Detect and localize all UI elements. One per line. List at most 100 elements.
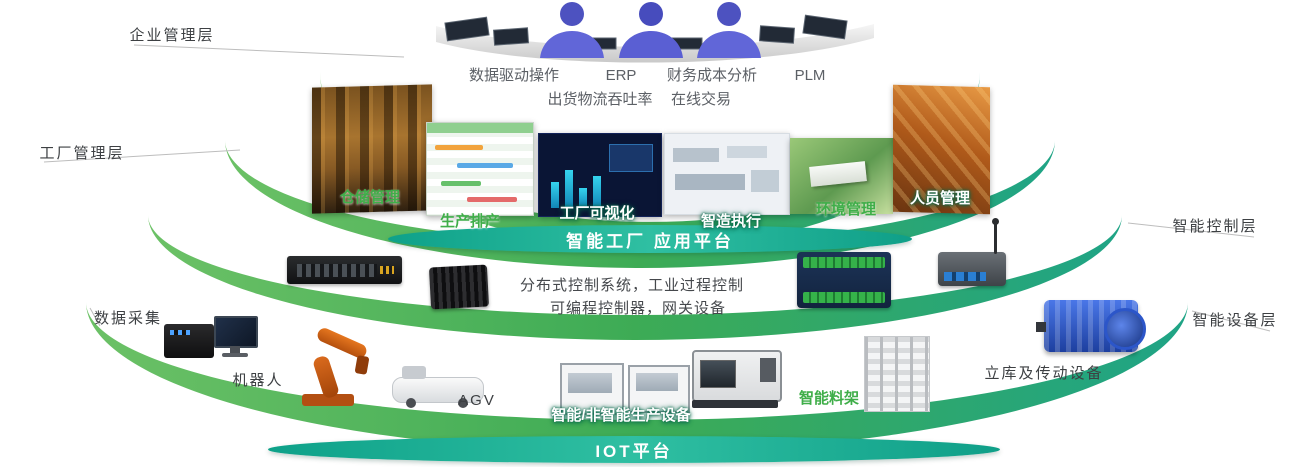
machine-window [568, 373, 612, 393]
rack-shelves [864, 336, 930, 412]
machine-window [636, 373, 678, 391]
control-desc-line1: 分布式控制系统，工业过程控制 [519, 277, 745, 294]
layout-block [673, 148, 719, 162]
ipc-chassis [428, 264, 490, 310]
chart-bar [593, 176, 601, 208]
data-acquisition-device [164, 324, 214, 358]
gantt-bar [435, 145, 483, 150]
chart-bar [579, 188, 587, 208]
factory-dashboard-image [538, 133, 662, 217]
production-schedule-image [426, 122, 534, 216]
robot-shoulder [311, 354, 341, 400]
daq-label-line [89, 307, 101, 327]
operator-head [560, 2, 584, 26]
gantt-bar [441, 181, 481, 186]
control-label-line [1127, 222, 1255, 238]
enterprise-item-data-driven: 数据驱动操作 [468, 67, 560, 84]
arc-device-layer [86, 302, 1188, 452]
cnc-control-panel [760, 358, 776, 382]
campus-aerial-image [790, 138, 893, 214]
layout-block [751, 170, 779, 192]
switch-leds [380, 266, 394, 274]
gantt-bar [467, 197, 517, 202]
gearbox-device [1036, 300, 1146, 360]
iot-platform-band: IOT平台 [268, 436, 1000, 463]
factory-item-mes: 智造执行 [700, 213, 762, 230]
control-layer-label: 智能控制层 [1172, 218, 1258, 235]
gantt-bar [457, 163, 513, 168]
console-screen-icon [493, 27, 530, 46]
machine-unit [628, 365, 690, 413]
enterprise-item-online-trade: 在线交易 [670, 91, 732, 108]
console-screen-icon [802, 14, 848, 40]
operator-head [717, 2, 741, 26]
factory-item-personnel: 人员管理 [909, 190, 971, 207]
daq-leds [170, 330, 190, 335]
operator-body [697, 31, 761, 58]
device-item-production-equipment: 智能/非智能生产设备 [551, 407, 691, 424]
agv-device [392, 366, 484, 408]
layout-block [675, 174, 745, 190]
device-item-daq: 数据采集 [93, 310, 163, 327]
device-layer-label: 智能设备层 [1192, 312, 1278, 329]
agv-wheel [458, 398, 468, 408]
device-item-smart-rack: 智能料架 [798, 390, 860, 407]
operator-head [639, 2, 663, 26]
agv-module [402, 366, 426, 379]
console-screen-icon [758, 25, 795, 44]
plc-terminals [803, 292, 885, 303]
gearbox-flange [1104, 308, 1146, 350]
plc-terminals [803, 257, 885, 268]
factory-item-scheduling: 生产排产 [439, 213, 501, 230]
gearbox-shaft [1036, 322, 1046, 332]
monitor-base [222, 353, 248, 357]
console-screen-icon [444, 16, 490, 42]
dashboard-panel [609, 144, 653, 172]
monitor-screen [214, 316, 258, 348]
device-item-robot: 机器人 [232, 372, 284, 389]
chart-bar [565, 170, 573, 208]
factory-item-environment: 环境管理 [815, 201, 877, 218]
device-item-agv: AGV [458, 392, 496, 409]
gateway-ports [944, 272, 986, 281]
robot-wrist [354, 355, 370, 375]
plc-controller-device [797, 252, 891, 308]
layout-block [727, 146, 767, 158]
device-item-stacker: 立库及传动设备 [984, 365, 1104, 382]
console-screens [444, 14, 848, 50]
enterprise-item-plm: PLM [794, 67, 826, 84]
gateway-antenna [994, 222, 997, 254]
gateway-antenna-tip [992, 218, 999, 225]
industrial-pc-device [428, 264, 490, 310]
operator-body [540, 31, 604, 58]
daq-chassis [164, 324, 214, 358]
switch-ports [297, 264, 377, 277]
device-label-line [1191, 310, 1271, 332]
production-equipment-device [560, 360, 690, 415]
robot-base [302, 394, 354, 406]
monitor-stand [230, 346, 240, 353]
campus-building [809, 161, 867, 187]
factory-item-visualization: 工厂可视化 [559, 205, 635, 222]
gateway-device [938, 218, 1006, 286]
app-platform-band: 智能工厂 应用平台 [388, 225, 912, 253]
enterprise-item-logistics: 出货物流吞吐率 [547, 91, 653, 108]
enterprise-label-line [133, 44, 405, 58]
agv-wheel [406, 398, 416, 408]
cnc-window [700, 360, 736, 388]
factory-layout-image [664, 133, 790, 215]
network-switch-device [287, 256, 402, 284]
enterprise-layer-label: 企业管理层 [129, 27, 215, 44]
factory-item-warehouse: 仓储管理 [339, 189, 401, 206]
robot-arm-device [284, 326, 372, 406]
cnc-machine-device [692, 350, 782, 408]
enterprise-item-finance: 财务成本分析 [666, 67, 758, 84]
monitor-device [214, 316, 258, 357]
operators-group [540, 2, 761, 58]
machine-unit [560, 363, 624, 415]
control-desc-line2: 可编程控制器，网关设备 [549, 300, 727, 317]
chart-bar [551, 182, 559, 208]
cnc-base [692, 400, 778, 408]
factory-layer-label: 工厂管理层 [39, 145, 125, 162]
